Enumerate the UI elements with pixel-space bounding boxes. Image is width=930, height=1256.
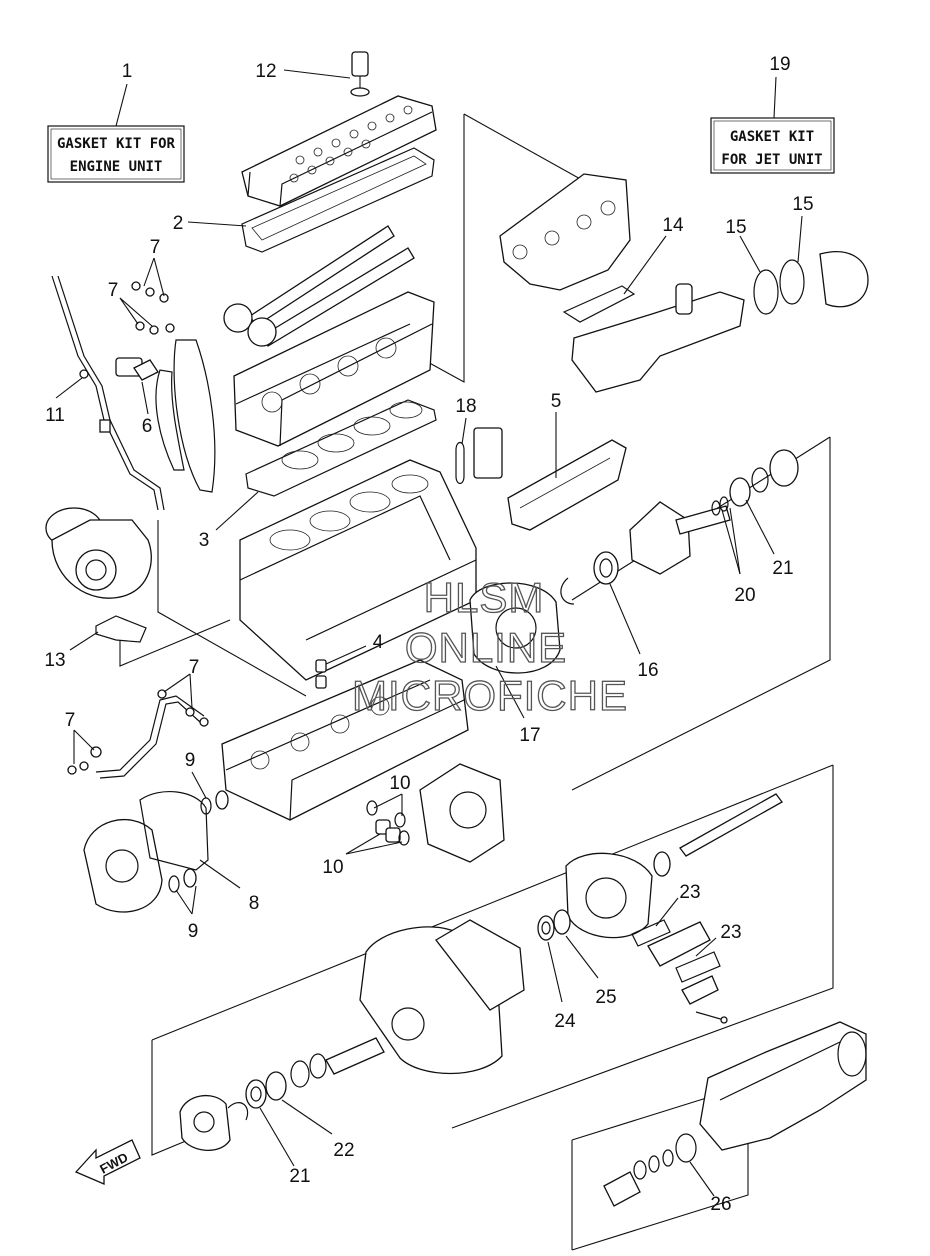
- callout-16[interactable]: 16: [637, 660, 658, 681]
- o-rings-9[interactable]: [168, 790, 229, 893]
- crankcase[interactable]: [221, 659, 469, 821]
- callout-2[interactable]: 2: [173, 213, 184, 234]
- bearing-housing[interactable]: [565, 852, 653, 939]
- oil-level-gauge[interactable]: [51, 275, 165, 511]
- exhaust-pipe[interactable]: [571, 283, 745, 393]
- bolts-washers-upper[interactable]: [131, 281, 175, 335]
- callout-5[interactable]: 5: [551, 391, 562, 412]
- callout-8[interactable]: 8: [249, 893, 260, 914]
- watermark-line-3: MICROFICHE: [352, 672, 628, 719]
- oil-filler-cap[interactable]: [350, 51, 370, 97]
- chain-tensioner[interactable]: [115, 357, 159, 381]
- callout-9-a[interactable]: 9: [185, 750, 196, 771]
- callout-26[interactable]: 26: [710, 1194, 731, 1215]
- callout-6[interactable]: 6: [142, 416, 153, 437]
- exhaust-gasket[interactable]: [562, 285, 636, 323]
- fwd-arrow-icon: FWD: [74, 1139, 141, 1185]
- o-rings-10[interactable]: [366, 800, 410, 846]
- bolt-jet[interactable]: [695, 1011, 728, 1024]
- callout-22[interactable]: 22: [333, 1140, 354, 1161]
- dowel-pins[interactable]: [315, 659, 327, 689]
- camshafts[interactable]: [223, 225, 415, 347]
- gaskets-23[interactable]: [631, 919, 721, 1005]
- callout-13[interactable]: 13: [44, 650, 65, 671]
- timing-chain[interactable]: [155, 339, 216, 493]
- callout-7-a[interactable]: 7: [150, 237, 161, 258]
- callout-25[interactable]: 25: [595, 987, 616, 1008]
- watermark: HLSM ONLINE MICROFICHE: [351, 573, 628, 719]
- side-cover[interactable]: [419, 763, 505, 863]
- callout-7-d[interactable]: 7: [65, 710, 76, 731]
- jet-pump-housing[interactable]: [699, 1021, 867, 1151]
- callout-18[interactable]: 18: [455, 396, 476, 417]
- oil-pump[interactable]: [83, 818, 163, 913]
- callout-10-b[interactable]: 10: [322, 857, 343, 878]
- callout-17[interactable]: 17: [519, 725, 540, 746]
- cylinder-block[interactable]: [239, 459, 477, 681]
- exhaust-pipe-gaskets[interactable]: [753, 251, 869, 315]
- callout-1[interactable]: 1: [122, 61, 133, 82]
- callout-4[interactable]: 4: [373, 632, 384, 653]
- callout-21-a[interactable]: 21: [772, 558, 793, 579]
- gasket-kit-engine-box[interactable]: GASKET KIT FOR ENGINE UNIT: [47, 125, 185, 183]
- crankcase-cover[interactable]: [469, 582, 561, 674]
- callout-21-b[interactable]: 21: [289, 1166, 310, 1187]
- callout-12[interactable]: 12: [255, 61, 276, 82]
- callout-9-b[interactable]: 9: [188, 921, 199, 942]
- engine-kit-line-1: GASKET KIT FOR: [57, 136, 176, 152]
- callout-20[interactable]: 20: [734, 585, 755, 606]
- exhaust-manifold[interactable]: [499, 173, 631, 291]
- callout-14[interactable]: 14: [662, 215, 684, 236]
- callout-23-b[interactable]: 23: [720, 922, 741, 943]
- jet-kit-line-1: GASKET KIT: [730, 129, 814, 145]
- exploded-guide-lines: [119, 113, 834, 1251]
- turbocharger[interactable]: [45, 507, 152, 599]
- turbo-gasket[interactable]: [95, 615, 147, 643]
- gasket-kit-jet-box[interactable]: GASKET KIT FOR JET UNIT: [710, 117, 835, 174]
- coupler-and-seals[interactable]: [179, 1053, 327, 1152]
- fwd-label: FWD: [97, 1149, 130, 1176]
- jet-kit-line-2: FOR JET UNIT: [721, 152, 822, 168]
- seals-24-25[interactable]: [537, 909, 571, 941]
- callout-24[interactable]: 24: [554, 1011, 576, 1032]
- cylinder-head[interactable]: [233, 291, 435, 447]
- jet-drive-shaft[interactable]: [325, 793, 783, 1075]
- valve-cover[interactable]: [241, 95, 437, 207]
- impeller-parts[interactable]: [603, 1133, 697, 1207]
- engine-kit-line-2: ENGINE UNIT: [70, 159, 163, 175]
- oil-seal-16[interactable]: [560, 551, 619, 605]
- intermediate-housing[interactable]: [359, 919, 525, 1075]
- callout-23-a[interactable]: 23: [679, 882, 700, 903]
- thermostat-housing[interactable]: [455, 427, 503, 485]
- intake-cover[interactable]: [507, 439, 627, 531]
- callout-19[interactable]: 19: [769, 54, 790, 75]
- drive-shaft-assembly[interactable]: [629, 449, 799, 575]
- watermark-line-1: HLSM: [424, 574, 545, 621]
- callout-3[interactable]: 3: [199, 530, 210, 551]
- callout-11[interactable]: 11: [45, 405, 65, 426]
- head-cover-gasket[interactable]: [241, 147, 435, 253]
- callout-15-b[interactable]: 15: [792, 194, 813, 215]
- callout-10-a[interactable]: 10: [389, 773, 410, 794]
- callout-15-a[interactable]: 15: [725, 217, 746, 238]
- watermark-line-2: ONLINE: [405, 624, 567, 671]
- cylinder-head-gasket[interactable]: [245, 399, 437, 497]
- callout-7-c[interactable]: 7: [189, 657, 200, 678]
- callout-7-b[interactable]: 7: [108, 280, 119, 301]
